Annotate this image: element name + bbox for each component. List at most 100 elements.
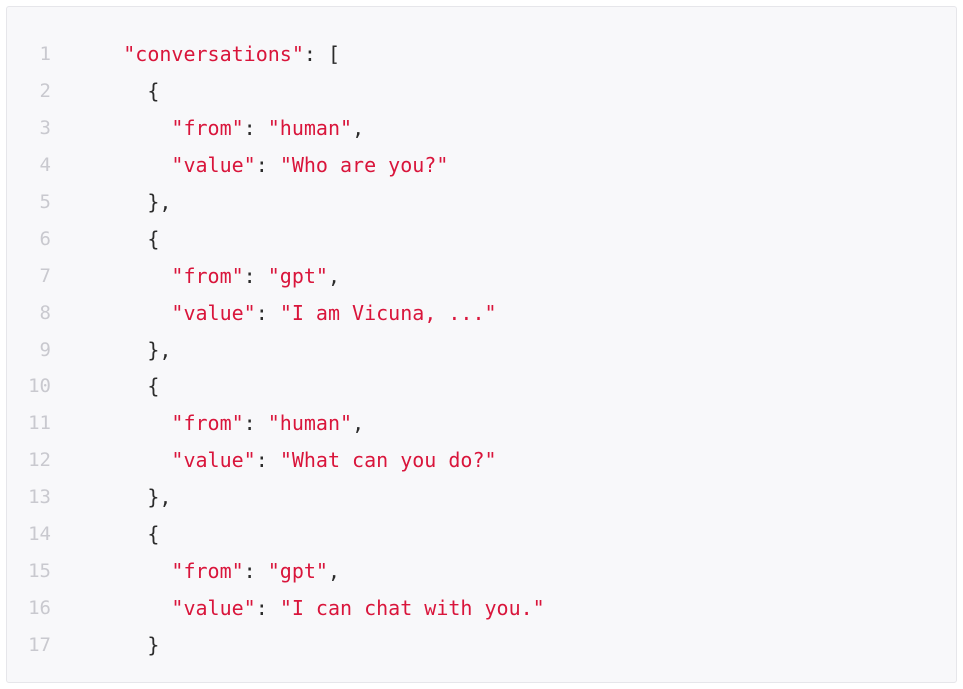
punctuation-token: }, [147, 485, 172, 510]
indent [51, 559, 171, 583]
punctuation-token: { [147, 374, 160, 399]
string-token: "human" [267, 411, 353, 436]
punctuation-token: : [243, 116, 268, 141]
code-line: 3 "from": "human", [7, 110, 545, 147]
line-number: 15 [28, 559, 51, 582]
code-line: 11 "from": "human", [7, 405, 545, 442]
indent [51, 596, 171, 620]
code-line: 16 "value": "I can chat with you." [7, 589, 545, 626]
indent [51, 485, 147, 509]
line-number: 1 [39, 43, 51, 66]
punctuation-token: { [147, 79, 160, 104]
indent [51, 338, 147, 362]
line-number: 3 [39, 117, 51, 140]
code-text: { [51, 227, 159, 251]
code-text: "from": "gpt", [51, 264, 340, 288]
line-number: 10 [28, 375, 51, 398]
string-token: "from" [171, 411, 244, 436]
indent [51, 522, 147, 546]
code-lines: 1 "conversations": [2 {3 "from": "human"… [7, 36, 545, 663]
line-number: 16 [28, 596, 51, 619]
indent [51, 374, 147, 398]
line-number: 12 [28, 449, 51, 472]
indent [51, 190, 147, 214]
punctuation-token: : [255, 300, 280, 325]
punctuation-token: : [243, 263, 268, 288]
code-text: { [51, 374, 159, 398]
punctuation-token: : [243, 558, 268, 583]
code-text: }, [51, 190, 171, 214]
punctuation-token: }, [147, 337, 172, 362]
punctuation-token: , [327, 263, 341, 288]
string-token: "What can you do?" [279, 448, 497, 473]
code-line: 10 { [7, 368, 545, 405]
code-text: "value": "I can chat with you." [51, 595, 545, 620]
code-line: 12 "value": "What can you do?" [7, 442, 545, 479]
indent [51, 264, 171, 288]
punctuation-token: { [147, 522, 160, 547]
code-text: "value": "I am Vicuna, ..." [51, 300, 497, 325]
string-token: "I can chat with you." [279, 595, 545, 620]
code-line: 2 { [7, 73, 545, 110]
line-number: 2 [39, 80, 51, 103]
code-text: "value": "What can you do?" [51, 448, 497, 473]
string-token: "value" [171, 300, 256, 325]
string-token: "human" [267, 116, 353, 141]
code-line: 5 }, [7, 184, 545, 221]
indent [51, 227, 147, 251]
line-number: 9 [39, 338, 51, 361]
code-text: }, [51, 338, 171, 362]
code-text: }, [51, 485, 171, 509]
string-token: "I am Vicuna, ..." [279, 300, 497, 325]
punctuation-token: : [255, 153, 280, 178]
code-line: 7 "from": "gpt", [7, 257, 545, 294]
indent [51, 42, 123, 66]
string-token: "gpt" [267, 558, 328, 583]
indent [51, 79, 147, 103]
line-number: 17 [28, 633, 51, 656]
code-text: } [51, 633, 159, 657]
code-line: 14 { [7, 516, 545, 553]
string-token: "from" [171, 263, 244, 288]
code-text: { [51, 79, 159, 103]
string-token: "value" [171, 595, 256, 620]
punctuation-token: : [255, 595, 280, 620]
code-line: 8 "value": "I am Vicuna, ..." [7, 294, 545, 331]
punctuation-token: } [147, 632, 160, 657]
punctuation-token: { [147, 226, 160, 251]
indent [51, 116, 171, 140]
code-text: "value": "Who are you?" [51, 153, 448, 177]
line-number: 7 [39, 264, 51, 287]
string-token: "Who are you?" [279, 153, 449, 178]
punctuation-token: : [243, 411, 268, 436]
punctuation-token: , [327, 558, 341, 583]
punctuation-token: : [ [303, 42, 340, 67]
code-line: 6 { [7, 220, 545, 257]
indent [51, 633, 147, 657]
code-text: "conversations": [ [51, 42, 340, 66]
line-number: 6 [39, 227, 51, 250]
code-line: 13 }, [7, 479, 545, 516]
code-text: "from": "gpt", [51, 559, 340, 583]
code-line: 9 }, [7, 331, 545, 368]
code-line: 15 "from": "gpt", [7, 552, 545, 589]
string-token: "conversations" [123, 42, 304, 67]
code-text: "from": "human", [51, 411, 364, 435]
code-line: 17 } [7, 626, 545, 663]
code-line: 4 "value": "Who are you?" [7, 147, 545, 184]
string-token: "value" [171, 153, 256, 178]
line-number: 4 [39, 154, 51, 177]
punctuation-token: }, [147, 190, 172, 214]
punctuation-token: , [352, 116, 365, 141]
line-number: 11 [28, 412, 51, 435]
indent [51, 301, 171, 325]
code-text: { [51, 522, 159, 546]
code-line: 1 "conversations": [ [7, 36, 545, 73]
string-token: "value" [171, 448, 256, 473]
string-token: "gpt" [267, 263, 328, 288]
line-number: 8 [39, 301, 51, 324]
line-number: 13 [28, 486, 51, 509]
line-number: 5 [39, 191, 51, 213]
string-token: "from" [171, 116, 244, 141]
code-text: "from": "human", [51, 116, 364, 140]
